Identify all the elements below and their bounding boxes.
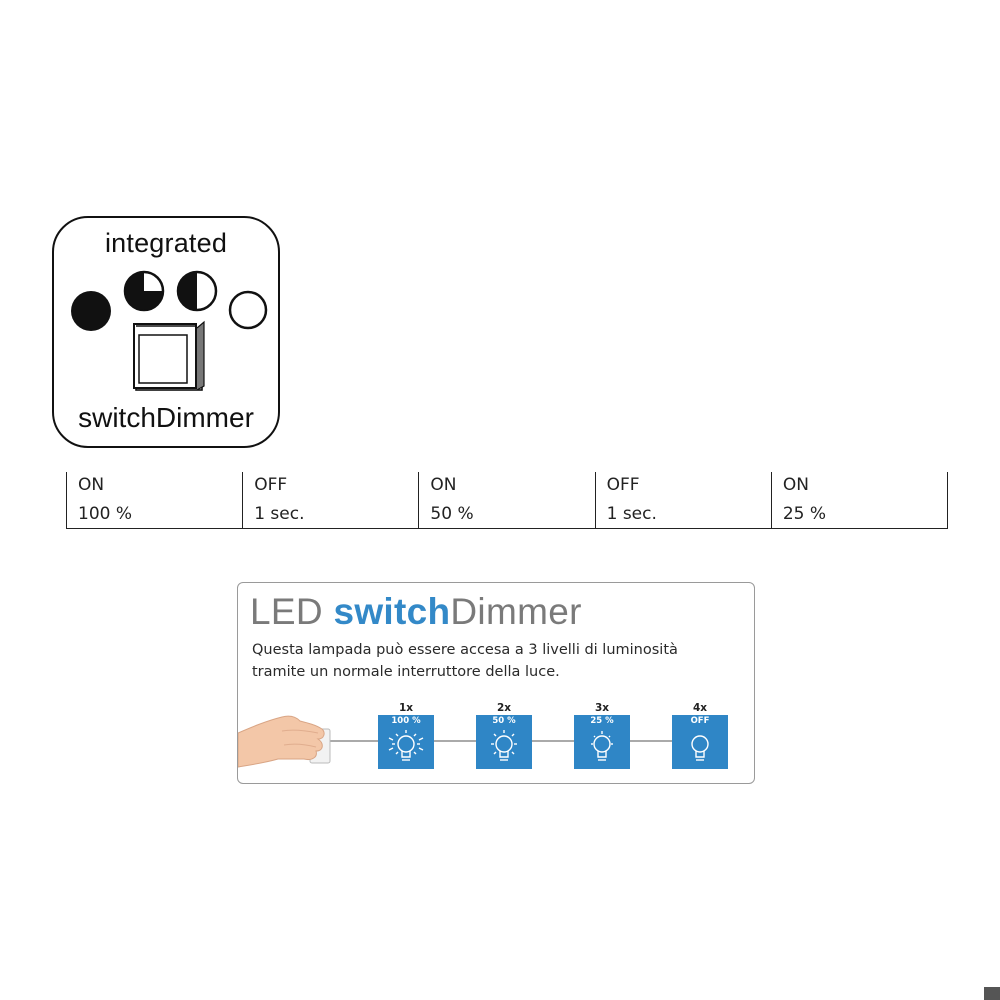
step-value: 1 sec. — [254, 504, 305, 524]
level-3: 3x 25 % — [574, 701, 630, 769]
level-count: 3x — [594, 702, 610, 714]
level-count: 4x — [692, 702, 708, 714]
step-state: OFF — [254, 475, 288, 495]
description-line: tramite un normale interruttore della lu… — [252, 664, 560, 680]
step-value: 50 % — [430, 504, 474, 524]
three-quarter-moon-icon — [123, 270, 165, 312]
step-state: OFF — [606, 475, 640, 495]
badge-top-label: integrated — [104, 228, 228, 258]
card-title: LED switchDimmer — [250, 591, 582, 633]
card-description: Questa lampada può essere accesa a 3 liv… — [252, 639, 742, 683]
step-value: 1 sec. — [606, 504, 657, 524]
level-count: 2x — [496, 702, 512, 714]
light-bulb-icon — [388, 730, 424, 761]
level-count: 1x — [398, 702, 414, 714]
card-title-highlight: switch — [333, 591, 451, 632]
half-moon-icon — [176, 270, 218, 312]
badge-bottom-label: switchDimmer — [78, 402, 254, 433]
level-box: OFF — [672, 715, 728, 769]
level-label: 50 % — [492, 716, 516, 726]
sequence-step: OFF 1 sec. — [242, 472, 418, 528]
light-bulb-icon — [691, 735, 709, 761]
level-box: 50 % — [476, 715, 532, 769]
step-value: 25 % — [782, 504, 827, 524]
level-label: 100 % — [391, 716, 421, 726]
step-state: ON — [78, 475, 105, 495]
light-bulb-icon — [591, 731, 613, 761]
level-label: 25 % — [590, 716, 614, 726]
sequence-step: ON 25 % — [770, 472, 949, 528]
sequence-step: OFF 1 sec. — [594, 472, 771, 528]
level-box: 100 % — [378, 715, 434, 769]
level-1: 1x 100 % — [378, 701, 434, 769]
level-label: OFF — [690, 716, 710, 726]
corner-mark — [984, 987, 1000, 1000]
card-title-prefix: LED — [250, 591, 334, 632]
card-title-suffix: Dimmer — [450, 591, 582, 632]
rocker-switch-icon — [133, 320, 205, 391]
step-state: ON — [782, 475, 809, 495]
empty-moon-icon — [228, 290, 268, 330]
led-switch-dimmer-card: LED switchDimmer Questa lampada può esse… — [237, 582, 755, 784]
step-value: 100 % — [78, 504, 133, 524]
step-state: ON — [430, 475, 457, 495]
sequence-step: ON 100 % — [66, 472, 242, 528]
sequence-step: ON 50 % — [418, 472, 594, 528]
dimming-sequence: ON 100 % OFF 1 sec. ON 50 % OFF 1 sec. O… — [66, 472, 949, 529]
description-line: Questa lampada può essere accesa a 3 liv… — [252, 642, 678, 658]
level-box: 25 % — [574, 715, 630, 769]
hand-icon — [238, 715, 331, 768]
switch-dimmer-badge: integrated switchDimmer — [52, 216, 280, 448]
level-2: 2x 50 % — [476, 701, 532, 769]
light-bulb-icon — [491, 730, 517, 761]
badge-graphics — [71, 270, 268, 391]
level-4: 4x OFF — [672, 701, 728, 769]
full-moon-icon — [71, 291, 111, 331]
